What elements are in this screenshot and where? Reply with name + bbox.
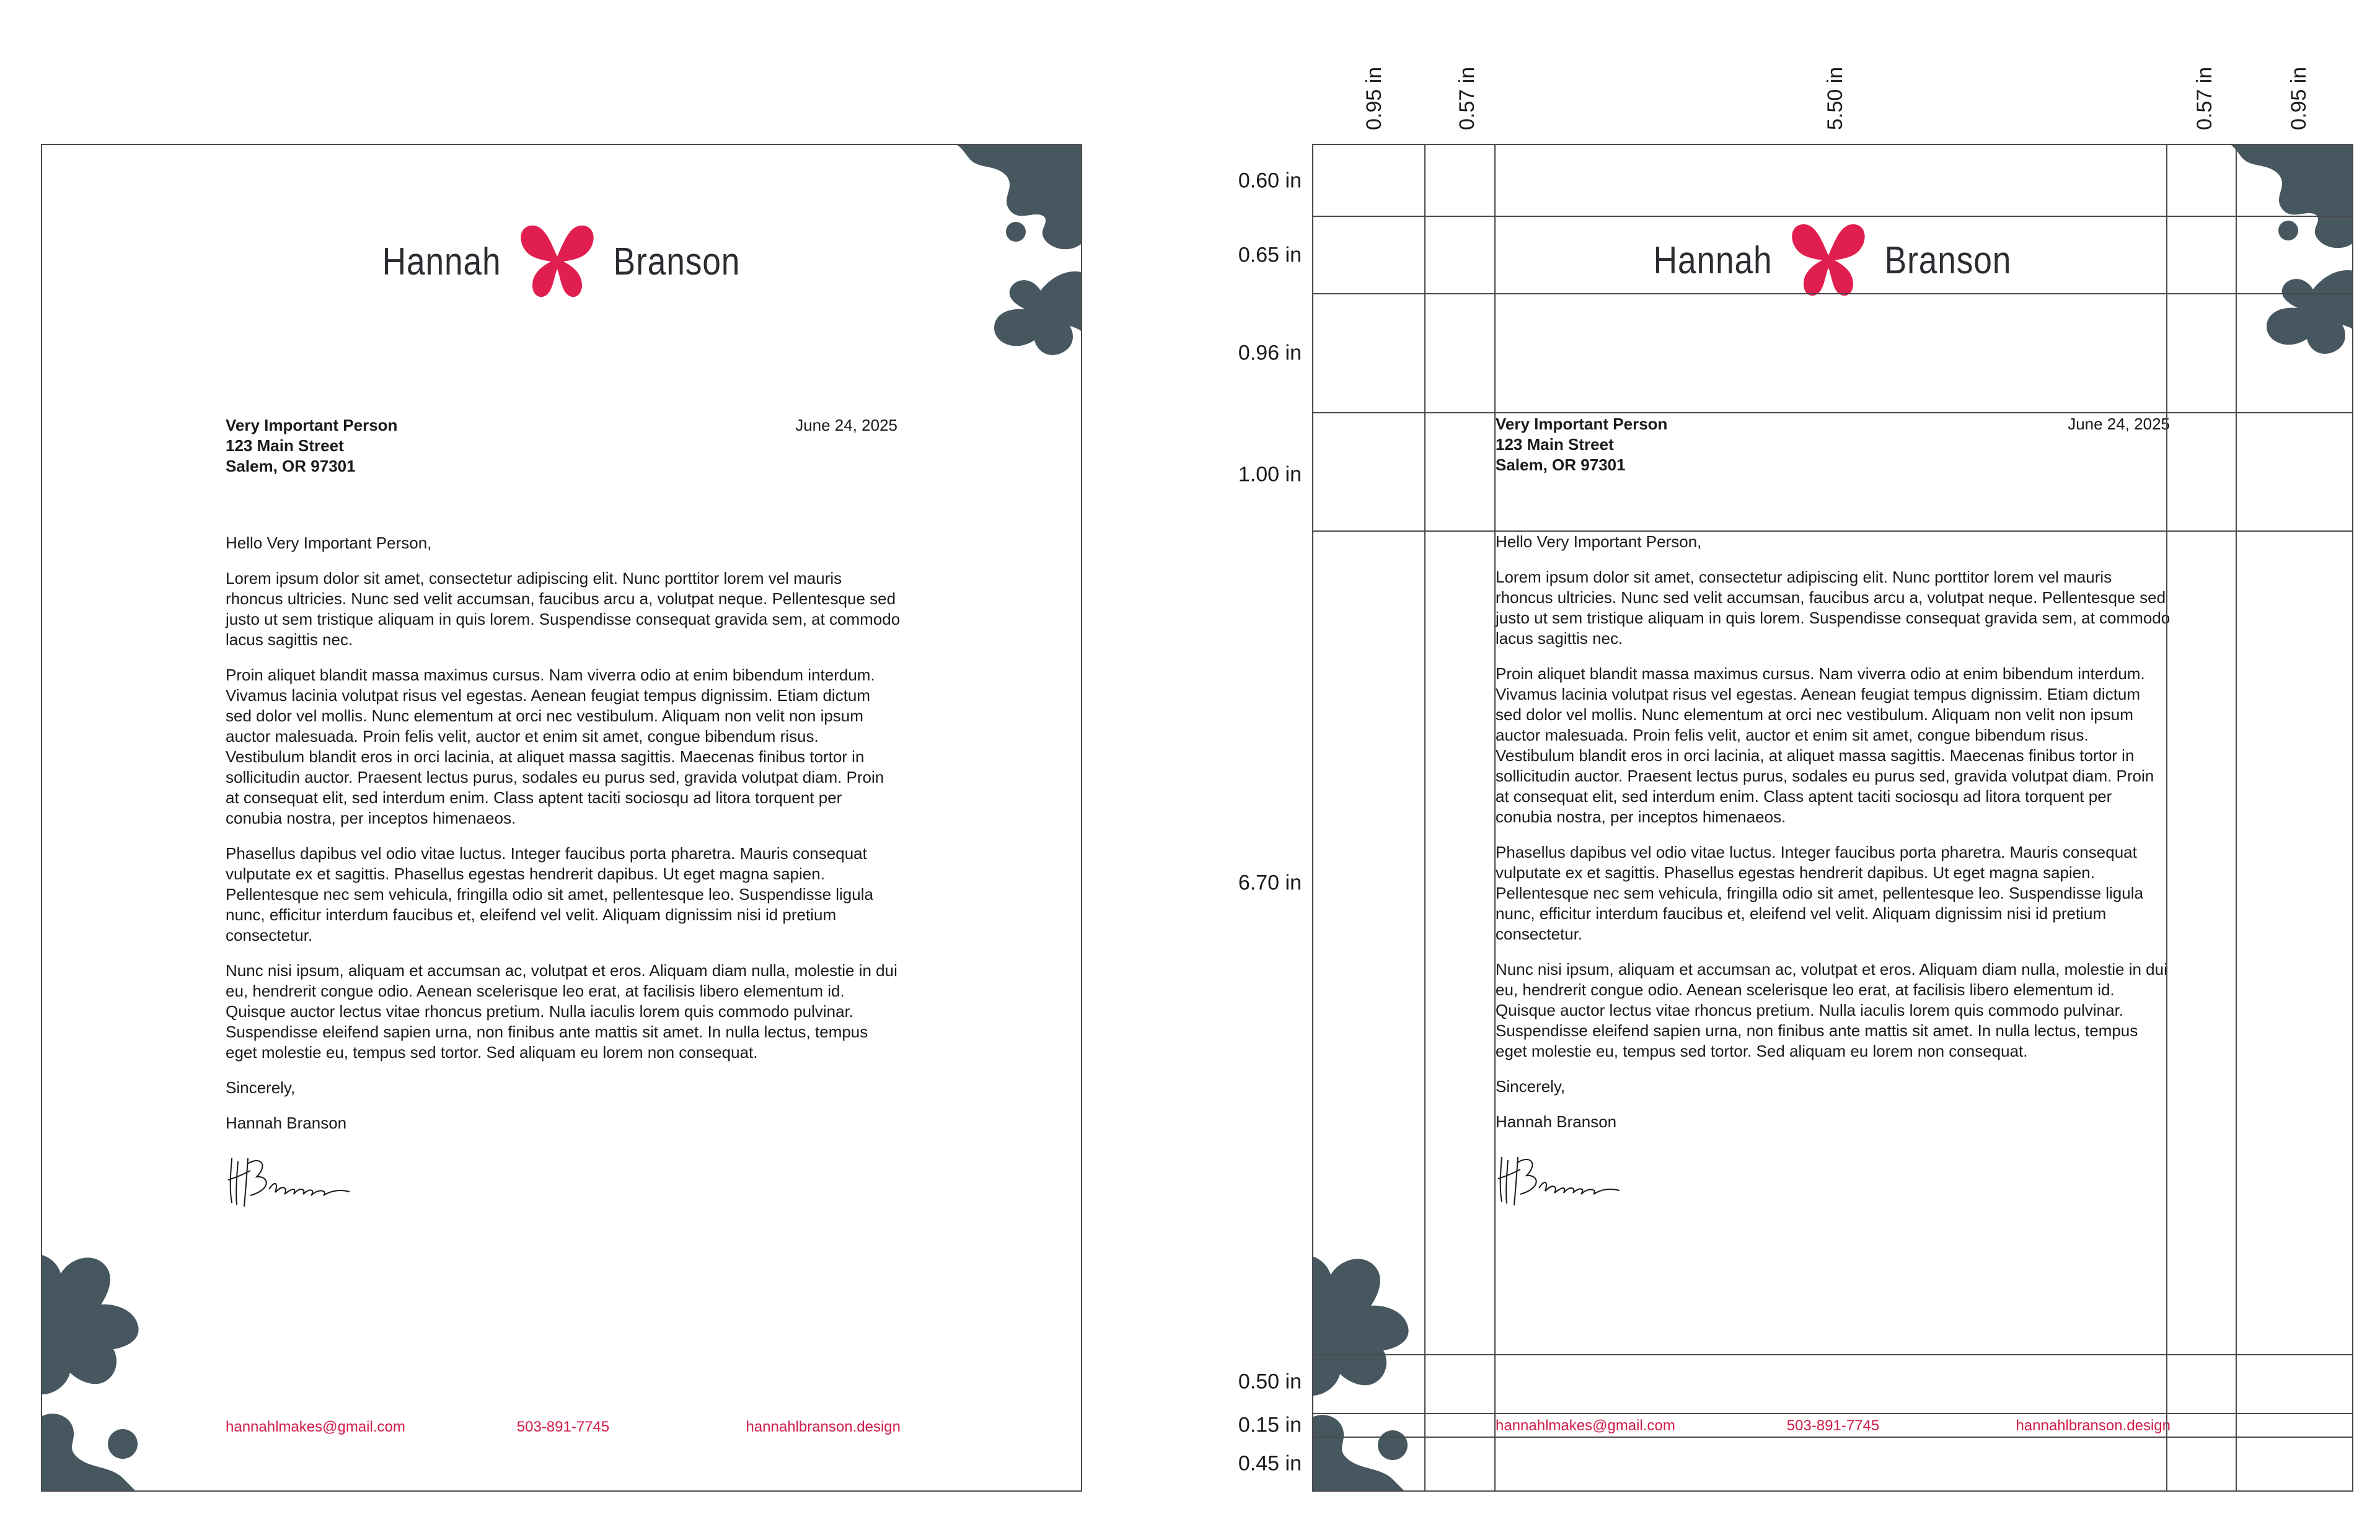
- letter-body: Hello Very Important Person, Lorem ipsum…: [1496, 532, 2171, 1218]
- logo-last-name: Branson: [613, 240, 740, 283]
- recipient-address: Very Important Person 123 Main Street Sa…: [226, 415, 901, 477]
- letter-footer: hannahlmakes@gmail.com 503-891-7745 hann…: [226, 1419, 901, 1443]
- grid-row-label: 6.70 in: [1238, 871, 1302, 895]
- recipient-address: Very Important Person 123 Main Street Sa…: [1496, 414, 2171, 475]
- signer-name: Hannah Branson: [226, 1114, 347, 1132]
- grid-row-label: 0.50 in: [1238, 1370, 1302, 1394]
- grid-row-label: 1.00 in: [1238, 462, 1302, 486]
- paragraph: Phasellus dapibus vel odio vitae luctus.…: [1496, 843, 2143, 943]
- recipient-name: Very Important Person: [1496, 415, 1668, 433]
- signer-name: Hannah Branson: [1496, 1112, 1617, 1131]
- grid-column-line: [2166, 144, 2167, 1492]
- logo-first-name: Hannah: [1654, 239, 1773, 282]
- grid-column-line: [1312, 144, 1313, 1492]
- grid-row-line: [1312, 412, 2353, 413]
- grid-column-line: [2236, 144, 2237, 1492]
- letter-footer: hannahlmakes@gmail.com 503-891-7745 hann…: [1496, 1417, 2171, 1442]
- letter-date: June 24, 2025: [795, 416, 897, 434]
- signature-icon: [227, 1158, 350, 1207]
- grid-row-line: [1312, 293, 2353, 294]
- paragraph: Nunc nisi ipsum, aliquam et accumsan ac,…: [1496, 960, 2167, 1060]
- grid-column-label: 5.50 in: [1823, 66, 1847, 130]
- letter-body: Hello Very Important Person, Lorem ipsum…: [226, 533, 901, 1219]
- grid-column-label: 0.57 in: [2193, 66, 2216, 130]
- footer-website[interactable]: hannahlbranson.design: [746, 1419, 901, 1435]
- grid-row-label: 0.65 in: [1238, 243, 1302, 267]
- butterfly-logo-icon: [514, 218, 601, 305]
- grid-row-line: [1312, 1490, 2353, 1492]
- paragraph: Proin aliquet blandit massa maximus curs…: [226, 666, 884, 827]
- paragraph: Lorem ipsum dolor sit amet, consectetur …: [1496, 568, 2171, 648]
- footer-email[interactable]: hannahlmakes@gmail.com: [226, 1419, 405, 1435]
- footer-website[interactable]: hannahlbranson.design: [2016, 1417, 2171, 1434]
- recipient-city: Salem, OR 97301: [1496, 455, 1626, 474]
- grid-row-label: 0.96 in: [1238, 341, 1302, 365]
- grid-column-label: 0.57 in: [1455, 66, 1479, 130]
- letter-date: June 24, 2025: [2068, 415, 2170, 433]
- paragraph: Nunc nisi ipsum, aliquam et accumsan ac,…: [226, 961, 897, 1062]
- grid-row-line: [1312, 1437, 2353, 1438]
- footer-email[interactable]: hannahlmakes@gmail.com: [1496, 1417, 1675, 1434]
- grid-row-label: 0.60 in: [1238, 169, 1302, 193]
- grid-row-line: [1312, 144, 2353, 145]
- decorative-blob-icon: [42, 1255, 160, 1490]
- grid-column-line: [1494, 144, 1496, 1492]
- recipient-street: 123 Main Street: [1496, 435, 1614, 454]
- brand-logo: Hannah Branson: [42, 218, 1081, 305]
- brand-logo: Hannah Branson: [1312, 217, 2353, 304]
- grid-column-label: 0.95 in: [2287, 66, 2311, 130]
- butterfly-logo-icon: [1785, 217, 1872, 304]
- grid-column-line: [2352, 144, 2353, 1492]
- recipient-street: 123 Main Street: [226, 436, 344, 455]
- grid-row-line: [1312, 1354, 2353, 1355]
- decorative-blob-icon: [1312, 1256, 1430, 1492]
- grid-column-line: [1424, 144, 1426, 1492]
- logo-last-name: Branson: [1884, 239, 2011, 282]
- paragraph: Phasellus dapibus vel odio vitae luctus.…: [226, 844, 873, 944]
- greeting: Hello Very Important Person,: [1496, 532, 1702, 551]
- letterhead-grid-page: Hannah Branson Very Important Person 123…: [1312, 144, 2353, 1492]
- paragraph: Lorem ipsum dolor sit amet, consectetur …: [226, 569, 901, 649]
- signature-icon: [1497, 1156, 1620, 1206]
- logo-first-name: Hannah: [382, 240, 502, 283]
- footer-phone[interactable]: 503-891-7745: [516, 1419, 610, 1435]
- recipient-city: Salem, OR 97301: [226, 457, 356, 475]
- recipient-name: Very Important Person: [226, 416, 398, 434]
- grid-row-label: 0.15 in: [1238, 1413, 1302, 1437]
- grid-row-line: [1312, 216, 2353, 217]
- closing: Sincerely,: [1496, 1077, 1566, 1096]
- grid-column-label: 0.95 in: [1362, 66, 1386, 130]
- grid-row-label: 0.45 in: [1238, 1451, 1302, 1476]
- greeting: Hello Very Important Person,: [226, 534, 432, 552]
- grid-row-line: [1312, 1413, 2353, 1414]
- footer-phone[interactable]: 503-891-7745: [1786, 1417, 1880, 1434]
- paragraph: Proin aliquet blandit massa maximus curs…: [1496, 664, 2154, 826]
- letterhead-page: Hannah Branson Very Important Person 123…: [41, 144, 1082, 1492]
- grid-row-line: [1312, 530, 2353, 532]
- closing: Sincerely,: [226, 1078, 296, 1097]
